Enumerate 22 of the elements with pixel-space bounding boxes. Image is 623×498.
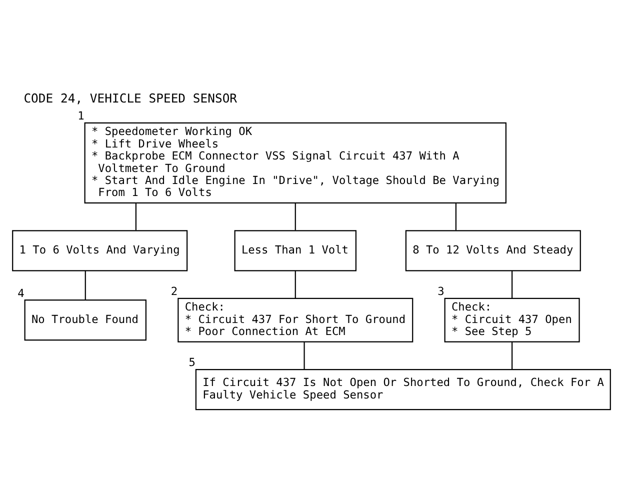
node-box: If Circuit 437 Is Not Open Or Shorted To Ground, Check For A Faulty Vehicle Speed Sensor <box>195 369 611 410</box>
diagram-title: CODE 24, VEHICLE SPEED SENSOR <box>24 92 238 106</box>
connector <box>512 270 513 298</box>
connector <box>84 270 86 300</box>
node-box: Check: * Circuit 437 For Short To Ground * Poor Connection At ECM <box>178 298 414 342</box>
node-label: 5 <box>188 356 196 370</box>
connector <box>304 342 305 370</box>
node-label: 3 <box>438 285 444 298</box>
node-label: 2 <box>170 285 178 298</box>
node-box: * Speedometer Working OK * Lift Drive Wheels * Backprobe ECM Connector VSS Signal Circuit 437 With A Voltmeter To Ground * Start And Idle Engine In "Drive", Voltage Should Be Varying From 1 To 6 Volts <box>84 122 506 204</box>
connector <box>135 203 136 230</box>
node-box: 1 To 6 Volts And Varying <box>12 230 188 272</box>
node-box: Check: * Circuit 437 Open * See Step 5 <box>444 298 580 342</box>
connector <box>455 203 456 230</box>
connector <box>294 270 296 298</box>
node-box: Less Than 1 Volt <box>234 230 356 272</box>
connector <box>512 342 513 370</box>
node-label: 4 <box>18 286 24 300</box>
node-box: 8 To 12 Volts And Steady <box>405 230 581 272</box>
node-label: 1 <box>78 110 84 123</box>
node-box: No Trouble Found <box>24 300 146 341</box>
connector <box>294 203 296 230</box>
